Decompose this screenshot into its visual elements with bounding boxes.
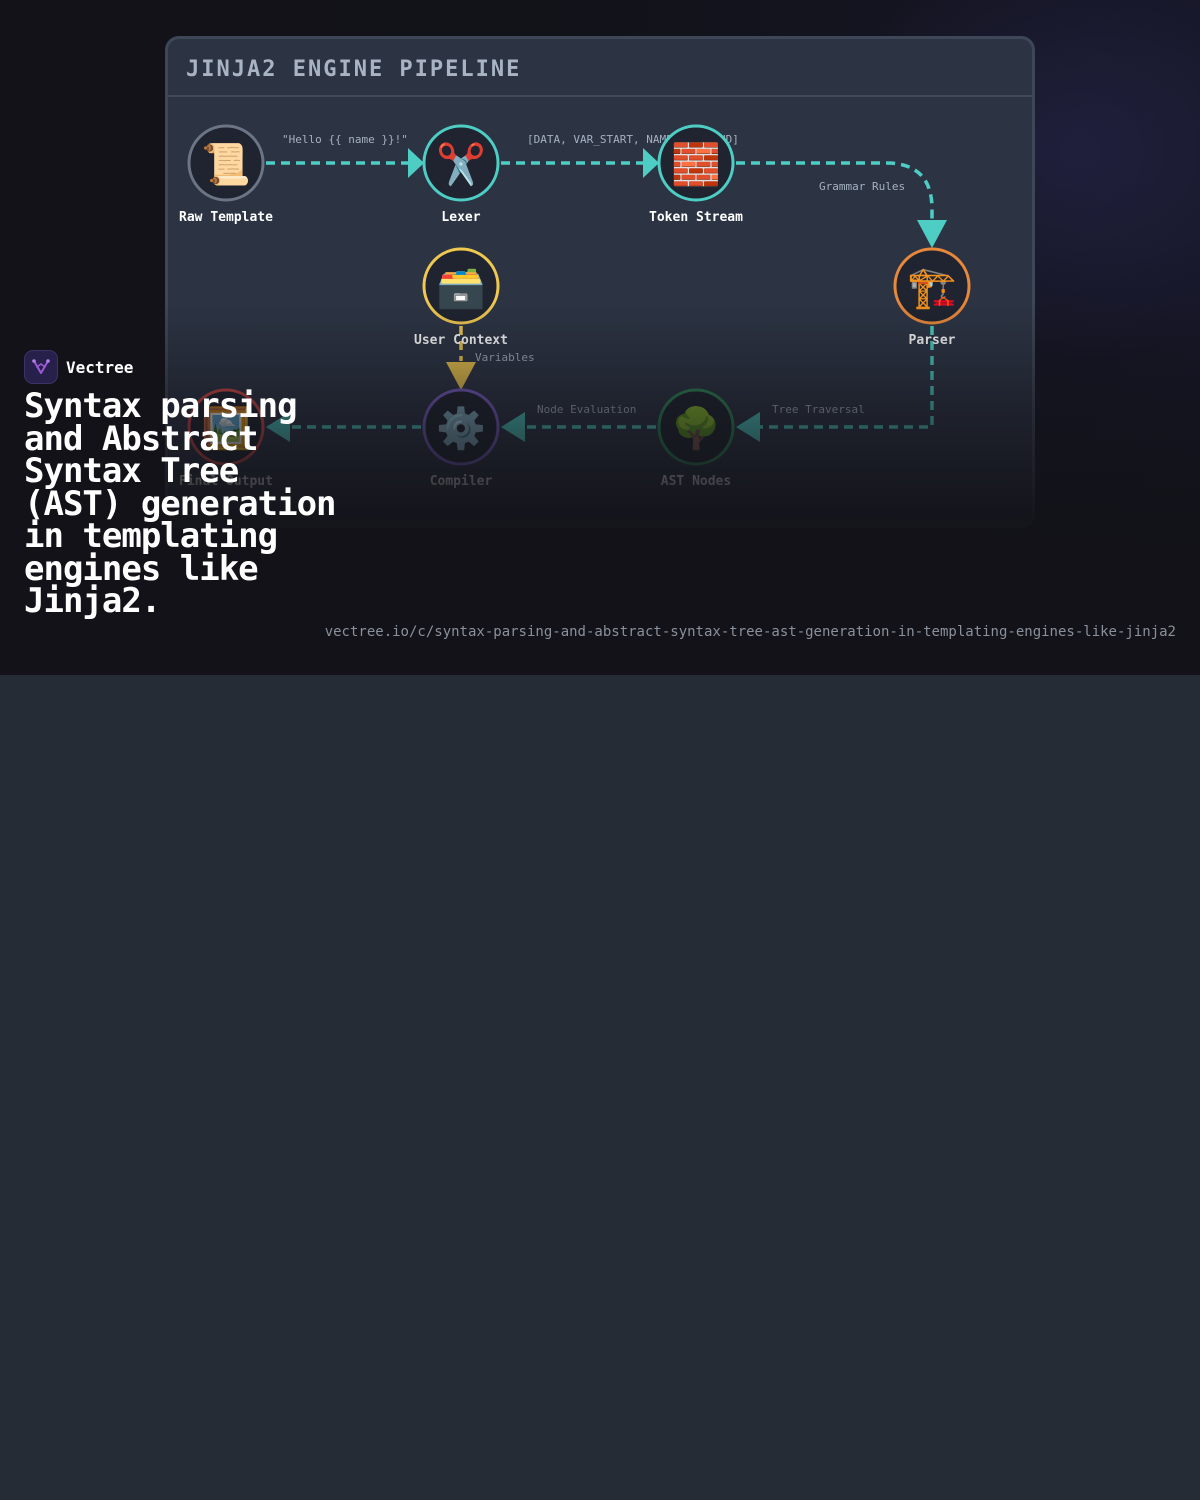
edge-label: Grammar Rules	[819, 180, 905, 193]
gear-icon: ⚙️	[436, 405, 486, 452]
node-label: AST Nodes	[661, 474, 731, 489]
node-circle	[422, 124, 500, 202]
page-url[interactable]: vectree.io/c/syntax-parsing-and-abstract…	[324, 624, 1176, 640]
node-compiler[interactable]: ⚙️ Compiler	[422, 388, 500, 489]
arrowhead	[501, 412, 525, 442]
node-token-stream[interactable]: 🧱 Token Stream	[649, 124, 743, 225]
edge-label: Node Evaluation	[537, 403, 636, 416]
scissors-icon: ✂️	[436, 140, 486, 188]
card-file-box-icon: 🗃️	[436, 265, 486, 311]
vectree-logo-icon	[24, 350, 58, 384]
brand-name: Vectree	[66, 357, 134, 377]
node-circle	[657, 124, 735, 202]
node-label: Compiler	[430, 474, 493, 489]
arrowhead	[408, 148, 424, 178]
edge-label: Variables	[475, 351, 535, 364]
arrowhead	[643, 148, 659, 178]
headline: Syntax parsing and Abstract Syntax Tree …	[24, 386, 337, 621]
node-parser[interactable]: 🏗️ Parser	[893, 247, 971, 348]
panel-title: JINJA2 ENGINE PIPELINE	[186, 57, 522, 82]
node-lexer[interactable]: ✂️ Lexer	[422, 124, 500, 225]
arrowhead	[917, 220, 947, 248]
node-label: Raw Template	[179, 210, 273, 225]
edge-line	[736, 161, 934, 244]
edge-parser-to-ast-nodes: Tree Traversal	[760, 326, 934, 429]
panel-header: JINJA2 ENGINE PIPELINE	[168, 39, 1032, 97]
arrowhead	[736, 412, 760, 442]
bricks-icon: 🧱	[671, 141, 721, 188]
node-raw-template[interactable]: 📜 Raw Template	[179, 124, 273, 225]
edge-label: Tree Traversal	[772, 403, 865, 416]
edge-token-stream-to-parser: Grammar Rules	[736, 161, 934, 244]
arrowhead	[446, 362, 476, 390]
tree-icon: 🌳	[671, 404, 721, 452]
node-user-context[interactable]: 🗃️ User Context	[414, 247, 508, 348]
edge-raw-template-to-lexer: "Hello {{ name }}!"	[266, 133, 420, 165]
node-ast-nodes[interactable]: 🌳 AST Nodes	[657, 388, 735, 489]
crane-icon: 🏗️	[907, 265, 957, 311]
node-circle	[187, 124, 265, 202]
brand[interactable]: Vectree	[24, 350, 133, 384]
hero-section: JINJA2 ENGINE PIPELINE "Hello {{ name }}…	[0, 0, 1200, 675]
node-label: Parser	[909, 333, 956, 348]
scroll-icon: 📜	[201, 142, 251, 188]
node-label: Token Stream	[649, 210, 743, 225]
edge-ast-nodes-to-compiler: Node Evaluation	[524, 403, 656, 429]
node-label: Lexer	[441, 210, 480, 225]
node-label: User Context	[414, 333, 508, 348]
edge-label: "Hello {{ name }}!"	[282, 133, 408, 146]
